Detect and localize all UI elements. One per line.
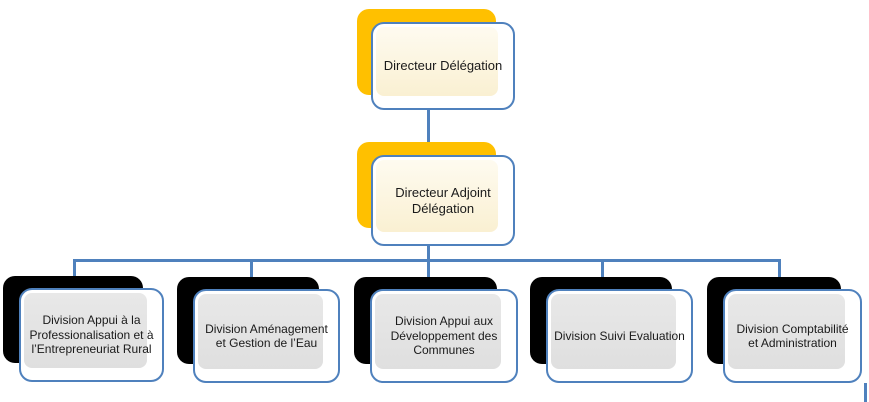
node-division-developpement-communes: Division Appui aux Développement des Com… (354, 277, 518, 383)
connector-drop-4 (601, 260, 604, 277)
node-division-comptabilite-administration: Division Comptabilité et Administration (707, 277, 862, 383)
connector-drop-3 (427, 260, 430, 277)
connector-deputy-rail (427, 246, 430, 261)
node-fill (24, 293, 147, 368)
node-label: Directeur Adjoint Délégation (395, 185, 491, 216)
connector-drop-2 (250, 260, 253, 277)
node-directeur-delegation: Directeur Délégation (357, 9, 515, 110)
connector-stub-bottom-right (864, 383, 867, 402)
node-division-amenagement-eau: Division Aménagement et Gestion de l’Eau (177, 277, 340, 383)
node-label: Directeur Délégation (383, 58, 503, 74)
node-fill (376, 160, 498, 232)
node-directeur-adjoint-delegation: Directeur Adjoint Délégation (357, 142, 515, 246)
node-division-professionalisation: Division Appui à la Professionalisation … (3, 276, 164, 382)
node-division-suivi-evaluation: Division Suivi Evaluation (530, 277, 693, 383)
node-label: Division Appui à la Professionalisation … (29, 313, 154, 357)
node-fill (376, 27, 498, 96)
node-box: Division Aménagement et Gestion de l’Eau (193, 289, 340, 383)
node-box: Division Appui à la Professionalisation … (19, 288, 164, 382)
node-fill (375, 294, 501, 369)
node-fill (198, 294, 323, 369)
node-box: Division Appui aux Développement des Com… (370, 289, 518, 383)
connector-drop-1 (73, 260, 76, 277)
node-box: Division Suivi Evaluation (546, 289, 693, 383)
node-box: Directeur Délégation (371, 22, 515, 110)
connector-director-deputy (427, 110, 430, 156)
node-label: Division Appui aux Développement des Com… (390, 314, 498, 358)
node-label: Division Suivi Evaluation (554, 328, 685, 343)
node-label: Division Comptabilité et Administration (736, 321, 849, 350)
node-fill (551, 294, 676, 369)
node-label: Division Aménagement et Gestion de l’Eau (205, 321, 328, 350)
node-fill (728, 294, 845, 369)
node-box: Directeur Adjoint Délégation (371, 155, 515, 246)
node-box: Division Comptabilité et Administration (723, 289, 862, 383)
connector-drop-5 (778, 260, 781, 277)
